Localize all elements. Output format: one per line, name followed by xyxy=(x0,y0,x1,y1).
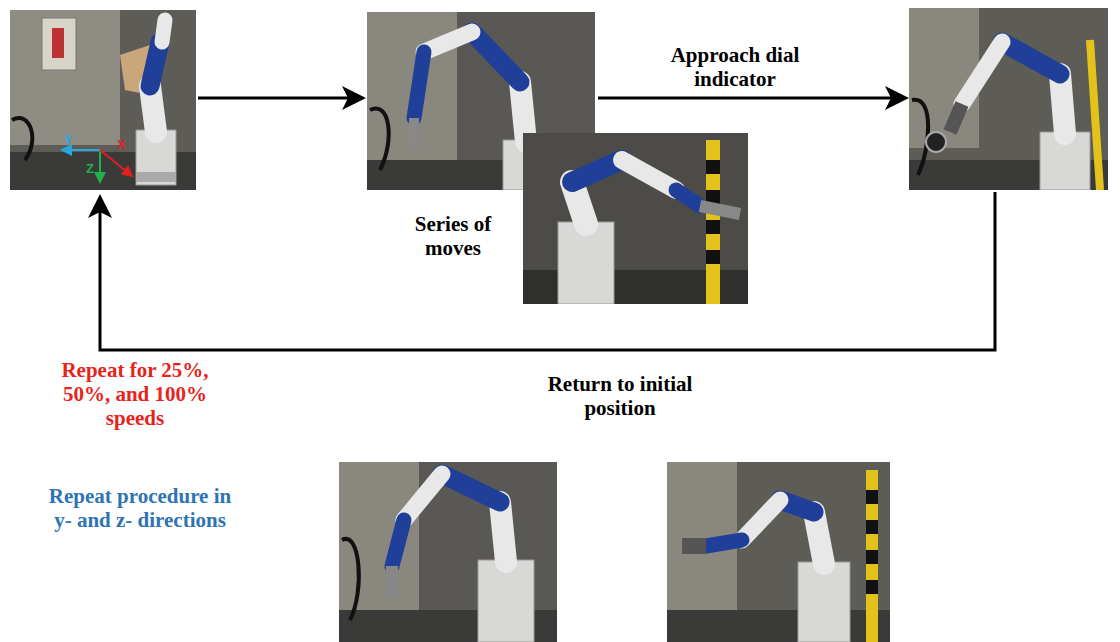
step-label: Approach dial indicator xyxy=(645,43,825,91)
photo-z-direction xyxy=(667,462,890,642)
axis-label: Y xyxy=(64,133,73,148)
photo-initial xyxy=(10,10,196,190)
flow-arrow xyxy=(198,97,360,100)
return-arrow xyxy=(100,192,995,350)
axis-label: X xyxy=(117,138,126,153)
photo-moves-inset xyxy=(523,133,748,304)
step-label: Series of moves xyxy=(388,212,518,260)
photo-dial xyxy=(909,8,1108,190)
direction-note: Repeat procedure in y- and z- directions xyxy=(45,484,235,532)
photo-y-direction xyxy=(339,462,557,642)
step-label: Return to initial position xyxy=(520,372,720,420)
speed-note: Repeat for 25%, 50%, and 100% speeds xyxy=(45,358,225,430)
flow-arrow xyxy=(598,97,903,100)
axis-label: Z xyxy=(86,162,94,177)
